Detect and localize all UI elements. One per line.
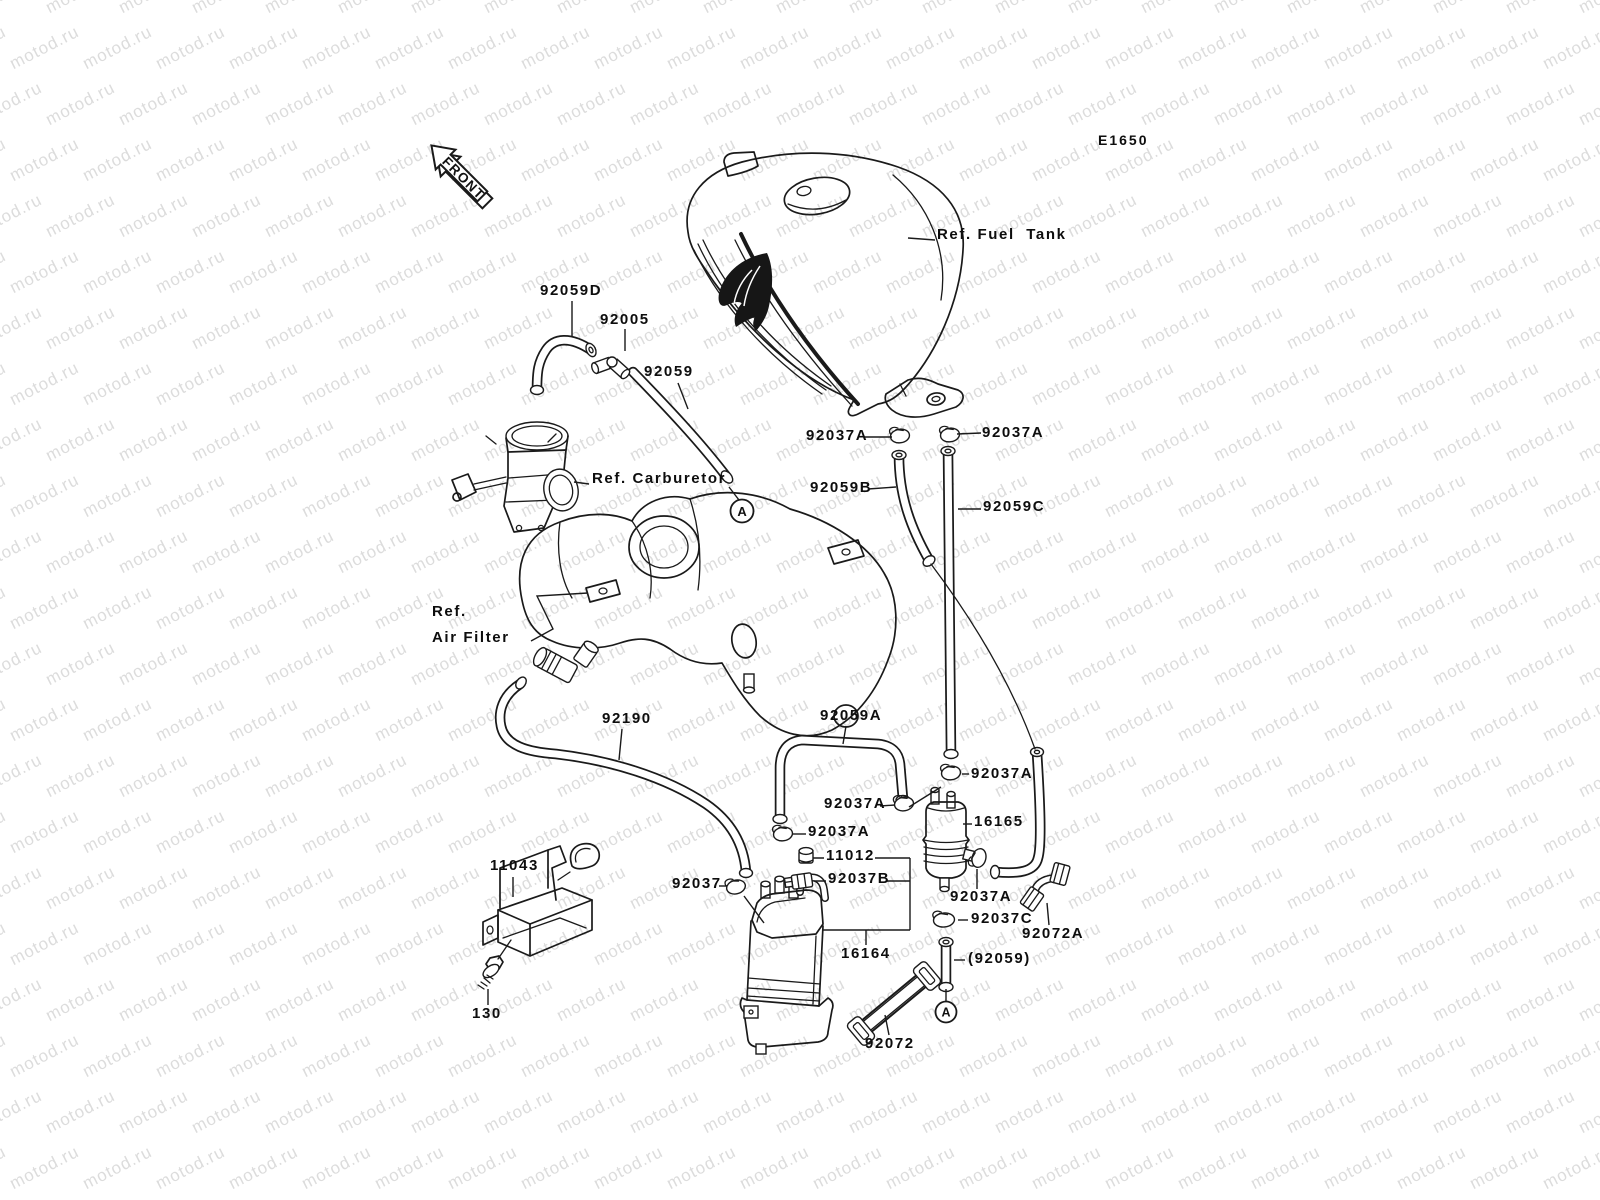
part-label-92037: 92037 [672,875,722,892]
leader-lines [487,237,1050,1036]
part-label-92005: 92005 [600,311,650,328]
bracket-11043 [482,842,601,957]
connector-a-letter: A [737,504,747,519]
connector-a-hose: A [934,1000,958,1024]
clamp-92037A-canister [771,824,794,842]
clamp-92037A-hose-right [892,794,915,812]
clamp-92037A-tank-left [888,426,911,444]
part-label-92037a-tank-left: 92037A [806,427,869,444]
hose-j-lower [989,746,1046,880]
carburetor-drawing [451,421,579,533]
part-label-92059-paren: (92059) [968,950,1031,967]
part-label-92059b: 92059B [810,479,873,496]
fuel-cap [783,176,851,216]
hose-92059D [529,335,597,396]
fuel-filter-16165 [922,786,980,893]
tank-rear-bracket [884,377,964,418]
part-label-16165: 16165 [974,813,1024,830]
diagram-code: E1650 [1098,132,1149,148]
fuel-tank-drawing [686,151,965,418]
hose-92190 [494,676,754,879]
connector-a-letter: A [941,1006,950,1020]
clamp-92037 [724,878,747,895]
part-label-130: 130 [472,1005,502,1022]
clamps [724,425,987,928]
part-label-92072: 92072 [865,1035,915,1052]
part-label-92037a-tank-right: 92037A [982,424,1045,441]
clamp-92037A-filter-out [967,847,987,869]
strap-92072 [846,961,942,1046]
ref-carburetor-label: Ref. Carburetor [592,470,727,487]
tank-emblem-eagle [718,253,773,331]
part-label-92037a-canister: 92037A [808,823,871,840]
breather-elbow [532,640,599,684]
part-label-92059a: 92059A [820,707,883,724]
part-label-11012: 11012 [826,847,875,864]
air-filter-drawing [518,491,897,737]
part-label-92037c: 92037C [971,910,1034,927]
connector-a-carb: A [729,498,755,524]
ref-fuel-tank-label: Ref. Fuel Tank [937,226,1067,243]
hose-92059C [940,445,959,760]
part-label-92059c: 92059C [983,498,1046,515]
hose-continuation-line [930,563,1036,750]
part-label-92072a: 92072A [1022,925,1085,942]
part-label-92059d: 92059D [540,282,603,299]
part-label-92037a-hose-right: 92037A [824,795,887,812]
part-label-92059: 92059 [644,363,694,380]
part-label-92037a-filter-top: 92037A [971,765,1034,782]
part-label-11043: 11043 [490,857,539,874]
cap-11012 [798,846,814,864]
clamp-92037C [932,910,956,928]
hose-92059-carb [627,366,734,484]
part-label-92190: 92190 [602,710,652,727]
part-label-16164: 16164 [841,945,891,962]
hose-92059B [891,449,936,567]
clamp-92037B [783,872,814,890]
ref-air-filter-label-line2: Air Filter [432,629,510,646]
hose-92072A [1019,862,1071,912]
part-label-92037b: 92037B [828,870,891,887]
clamp-92037A-filter-top [939,763,962,781]
t-fitting-92005 [590,356,631,380]
ref-air-filter-label-line1: Ref. [432,603,467,620]
part-label-92037a-filter-out: 92037A [950,888,1013,905]
bolt-130 [477,939,512,990]
